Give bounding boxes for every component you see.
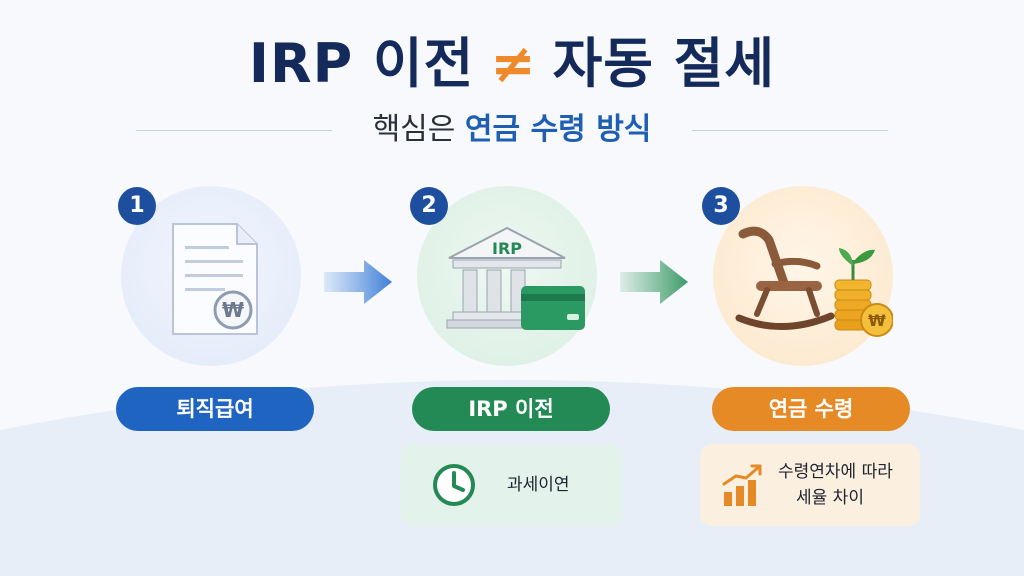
svg-text:₩: ₩: [868, 311, 886, 330]
arrow-right-icon-1: [324, 260, 392, 304]
rocking-chair-coins-icon: ₩: [735, 226, 893, 337]
step-1-label: 퇴직급여: [116, 387, 314, 431]
step-2-label: IRP 이전: [412, 387, 610, 431]
tax-rate-text-line1: 수령연차에 따라: [778, 462, 893, 482]
tax-rate-card: 수령연차에 따라 세율 차이: [700, 444, 920, 526]
tax-rate-text-line2: 세율 차이: [796, 488, 864, 508]
step-3-number: 3: [702, 187, 740, 225]
clock-icon: [433, 464, 475, 506]
not-equal-symbol: ≠: [490, 32, 537, 95]
page-title: IRP 이전≠자동 절세: [0, 24, 1024, 104]
subtitle-row: 핵심은 연금 수령 방식: [0, 106, 1024, 154]
tax-deferral-card: 과세이연: [401, 444, 623, 526]
subtitle-prefix: 핵심은: [372, 112, 456, 147]
title-right: 자동 절세: [552, 32, 776, 95]
growth-chart-icon: [722, 464, 762, 506]
step-2-circle: IRP: [417, 186, 597, 366]
tax-deferral-text: 과세이연: [507, 475, 570, 495]
arrow-right-icon-2: [620, 260, 688, 304]
bank-irp-text: IRP: [492, 239, 522, 258]
document-won-icon: ₩: [172, 223, 258, 335]
title-left: IRP 이전: [248, 32, 475, 95]
step-2-number: 2: [410, 187, 448, 225]
subtitle-highlight: 연금 수령 방식: [464, 112, 652, 147]
subtitle-divider-left: [136, 130, 332, 131]
step-3-label: 연금 수령: [712, 387, 910, 431]
step-1-number: 1: [118, 187, 156, 225]
subtitle: 핵심은 연금 수령 방식: [0, 112, 1024, 148]
svg-text:₩: ₩: [222, 298, 244, 322]
bank-card-icon: IRP: [446, 226, 585, 330]
step-3-circle: ₩: [713, 186, 893, 366]
subtitle-divider-right: [692, 130, 888, 131]
